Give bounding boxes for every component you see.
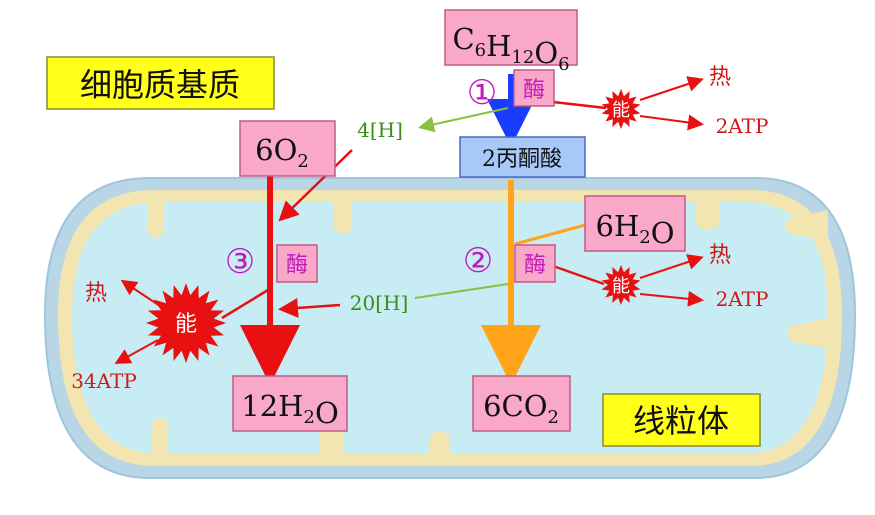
- stage1-enzyme-box: 酶: [513, 69, 555, 107]
- stage2-energy-text: 能: [612, 276, 630, 297]
- stage2-heat-label: 热: [709, 243, 731, 268]
- crista-bottom-1: [152, 418, 168, 456]
- stage3-energy-line: [221, 288, 269, 320]
- cytoplasm-label: 细胞质基质: [46, 56, 275, 110]
- crista-bottom-2: [320, 426, 344, 456]
- stage1-energy-burst: 能: [601, 89, 641, 129]
- cytoplasm-label-text: 细胞质基质: [80, 66, 240, 104]
- stage1-atp-arrow: [639, 114, 704, 131]
- co2-formula: 6CO2: [483, 389, 559, 428]
- cristae: [148, 200, 828, 456]
- stage2-burst-shape: [601, 265, 641, 305]
- hydrogen-4-to-oxygen-arrow: [278, 149, 353, 222]
- crista-top-3: [696, 200, 720, 230]
- stage2-atp-arrow: [639, 290, 704, 307]
- stage2-energy-burst: 能: [601, 265, 641, 305]
- hydrogen-20-arrow: [414, 283, 509, 299]
- stage2-number: ②: [463, 241, 493, 281]
- stage1-heat-arrow: [639, 76, 704, 101]
- crista-top-1: [148, 200, 164, 238]
- stage3-energy-text: 能: [175, 312, 197, 337]
- water-in-formula: 6H2O: [596, 209, 675, 250]
- crista-right-1: [785, 210, 828, 240]
- stage3-energy-burst: 能: [146, 283, 226, 363]
- stage3-heat-arrow: [120, 279, 161, 307]
- pyruvate-text: 2丙酮酸: [482, 147, 562, 172]
- stage2-enzyme-box: 酶: [514, 244, 556, 283]
- stage2-energy-line: [552, 264, 605, 286]
- stage3-enzyme-text: 酶: [286, 253, 308, 278]
- stage2-heat-arrow: [639, 254, 704, 279]
- hydrogen-4-arrow: [418, 107, 509, 133]
- stage1-burst-shape: [601, 89, 641, 129]
- stage2-atp-label: 2ATP: [716, 287, 769, 311]
- stage3-atp-arrow: [114, 339, 159, 364]
- water-out-formula: 12H2O: [241, 389, 338, 430]
- stage3-number: ③: [225, 242, 255, 282]
- water-out-box: 12H2O: [232, 375, 348, 432]
- stage3-atp-label: 34ATP: [71, 369, 137, 393]
- hydrogen-4-label: 4[H]: [357, 118, 403, 142]
- arrows: [114, 74, 704, 385]
- stage1-heat-label: 热: [709, 65, 731, 90]
- oxygen-formula: 6O2: [255, 133, 309, 172]
- glucose-formula: C6H12O6: [452, 22, 569, 75]
- water-in-arrow: [514, 223, 586, 246]
- stage1-energy-line: [552, 100, 607, 110]
- co2-box: 6CO2: [472, 375, 571, 432]
- mitochondrion-label: 线粒体: [602, 393, 761, 447]
- hydrogen-20-to-chain-arrow: [278, 297, 341, 318]
- stage1-energy-text: 能: [612, 100, 630, 121]
- glucose-box: C6H12O6: [444, 9, 578, 75]
- pyruvate-box: 2丙酮酸: [459, 136, 586, 178]
- stage1-enzyme-text: 酶: [523, 78, 545, 103]
- stage1-atp-label: 2ATP: [716, 114, 769, 138]
- oxygen-box: 6O2: [239, 120, 336, 177]
- stage3-burst-shape: [146, 283, 226, 363]
- crista-bottom-3: [430, 431, 450, 456]
- crista-right-2: [787, 318, 828, 348]
- stage3-enzyme-box: 酶: [276, 244, 318, 283]
- water-in-box: 6H2O: [584, 195, 686, 252]
- hydrogen-20-label: 20[H]: [350, 291, 409, 315]
- stage2-enzyme-text: 酶: [524, 253, 546, 278]
- crista-top-2: [334, 200, 352, 234]
- mitochondrion-label-text: 线粒体: [633, 402, 729, 440]
- stage3-heat-label: 热: [85, 281, 107, 306]
- stage1-number: ①: [467, 73, 497, 113]
